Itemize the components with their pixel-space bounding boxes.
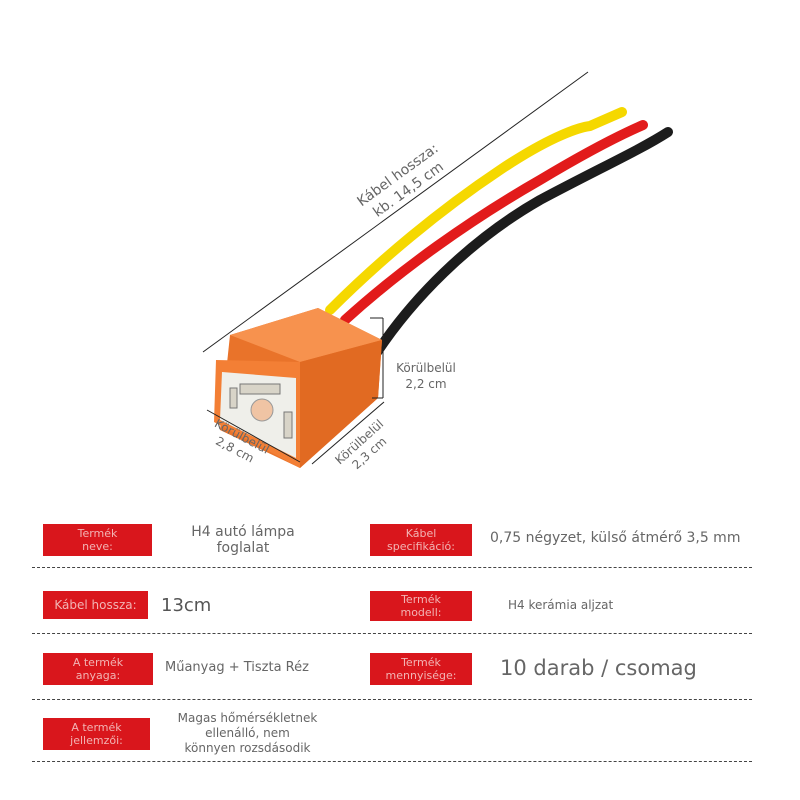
black-wire — [367, 127, 673, 365]
cable-length-label: Kábel hossza: — [43, 591, 148, 619]
cable-length-dimension-line — [202, 71, 589, 353]
cable-spec-label: Kábel specifikáció: — [370, 524, 472, 556]
material-value: Műanyag + Tiszta Réz — [165, 659, 309, 675]
h4-connector-housing — [214, 308, 382, 468]
width-dimension-line — [206, 409, 301, 463]
height-label-line1: Körülbelül — [396, 361, 456, 375]
spec-row-2 — [32, 569, 752, 634]
product-model-label: Termék modell: — [370, 591, 472, 621]
spec-row-4 — [32, 701, 752, 762]
cable-length-value: 13cm — [161, 594, 212, 616]
product-figure: Kábel hossza: kb. 14,5 cm Körülbelül 2,2… — [202, 71, 673, 472]
features-label: A termék jellemzői: — [43, 718, 150, 750]
product-name-value: H4 autó lámpa foglalat — [191, 524, 295, 556]
spec-row-3 — [32, 635, 752, 700]
spec-row-1 — [32, 515, 752, 568]
features-value: Magas hőmérsékletnek ellenálló, nem könn… — [177, 710, 318, 755]
red-wire — [340, 120, 648, 325]
cable-spec-value: 0,75 négyzet, külső átmérő 3,5 mm — [490, 530, 741, 546]
height-label-line2: 2,2 cm — [405, 377, 446, 391]
yellow-wire — [325, 107, 627, 315]
quantity-value: 10 darab / csomag — [500, 656, 697, 680]
product-name-label: Termék neve: — [43, 524, 152, 556]
product-model-value: H4 kerámia aljzat — [508, 598, 614, 612]
material-label: A termék anyaga: — [43, 653, 153, 685]
quantity-label: Termék mennyisége: — [370, 653, 472, 685]
depth-dimension-line — [311, 401, 385, 465]
